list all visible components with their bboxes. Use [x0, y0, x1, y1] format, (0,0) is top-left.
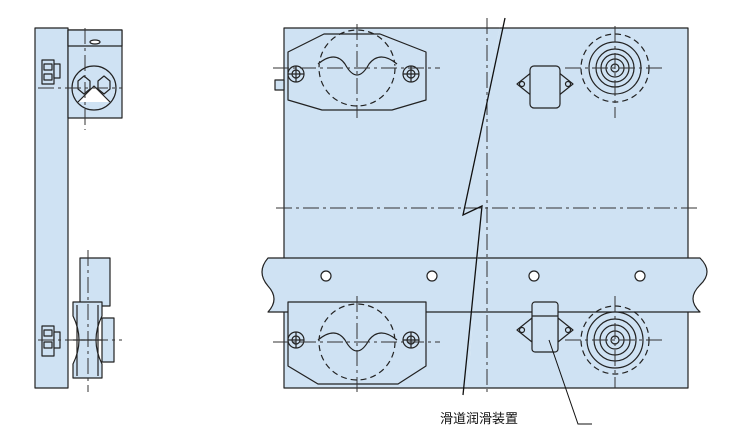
upper-left-bolt-icon	[287, 65, 305, 83]
break-line	[462, 17, 506, 396]
side-view	[34, 27, 123, 389]
upper-right-bolt-icon	[402, 65, 420, 83]
callout-leader-line	[548, 339, 592, 425]
lower-lubricator	[516, 301, 574, 353]
side-view-lower-lubricator	[41, 325, 61, 357]
lower-left-bolt-icon	[287, 331, 305, 349]
side-view-lower-roller	[72, 257, 115, 379]
upper-lubricator	[516, 65, 574, 109]
rail-beam-right	[463, 257, 708, 313]
callout-label: 滑道润滑装置	[440, 412, 519, 427]
center-lines	[38, 18, 700, 395]
lower-right-bolt-icon	[402, 331, 420, 349]
side-view-upper-lubricator	[41, 59, 61, 85]
